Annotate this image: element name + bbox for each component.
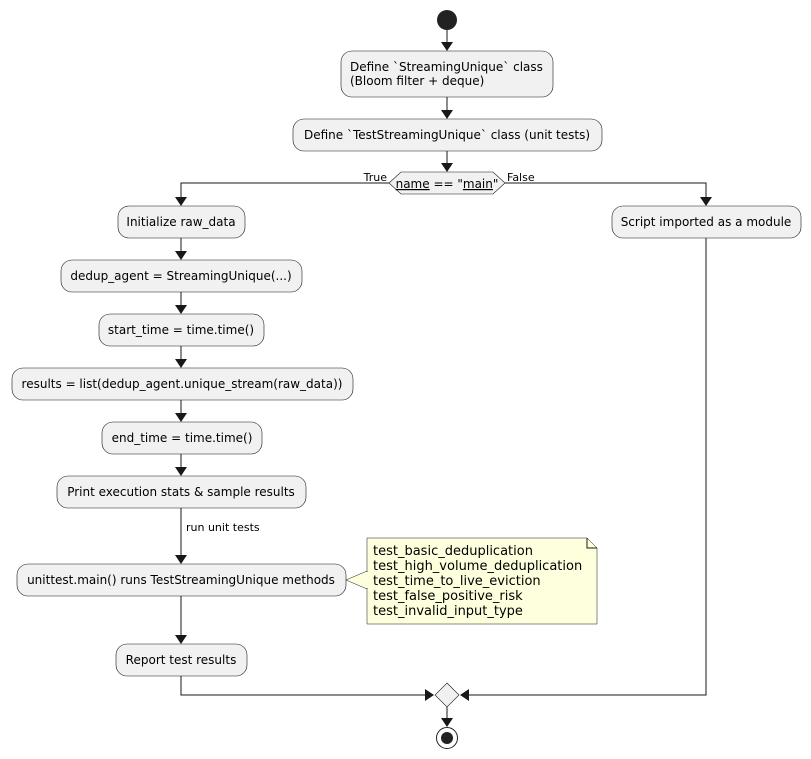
arrowhead <box>175 467 187 476</box>
activity-results-label: results = list(dedup_agent.unique_stream… <box>22 377 343 391</box>
activity-define-class: Define `StreamingUnique` class (Bloom fi… <box>340 50 554 98</box>
arrowhead <box>175 635 187 644</box>
edge-false-branch <box>505 182 707 197</box>
activity-define-class-line1: Define `StreamingUnique` class <box>350 60 543 74</box>
decision-equals-token: == " <box>430 177 463 191</box>
decision-name-equals-main: name == "main" <box>388 171 506 195</box>
activity-define-class-line2: (Bloom filter + deque) <box>350 74 484 88</box>
arrowhead <box>441 163 453 172</box>
activity-init-raw-data-label: Initialize raw_data <box>126 215 235 229</box>
arrowhead <box>175 305 187 314</box>
note-line-5: test_invalid_input_type <box>373 604 523 619</box>
merge-diamond <box>434 682 460 708</box>
edge-true-branch <box>180 182 389 197</box>
activity-define-tests-label: Define `TestStreamingUnique` class (unit… <box>304 128 590 142</box>
decision-close-quote: " <box>493 177 499 191</box>
activity-report-results-label: Report test results <box>126 653 237 667</box>
activity-unittest-main-label: unittest.main() runs TestStreamingUnique… <box>27 573 335 587</box>
arrowhead <box>441 42 453 51</box>
start-node <box>437 10 457 30</box>
activity-print-stats-label: Print execution stats & sample results <box>67 485 295 499</box>
activity-report-results: Report test results <box>115 643 248 677</box>
arrowhead <box>425 689 434 701</box>
decision-condition-text: name == "main" <box>396 177 499 191</box>
arrowhead <box>460 689 469 701</box>
decision-main-token: main <box>463 177 493 191</box>
activity-start-time: start_time = time.time() <box>98 313 265 347</box>
activity-dedup-agent: dedup_agent = StreamingUnique(...) <box>60 259 303 293</box>
activity-imported-module-label: Script imported as a module <box>621 215 792 229</box>
note-line-1: test_basic_deduplication <box>373 544 533 559</box>
note-line-2: test_high_volume_deduplication <box>373 559 582 574</box>
activity-results: results = list(dedup_agent.unique_stream… <box>11 367 354 401</box>
arrowhead <box>175 413 187 422</box>
arrowhead <box>175 197 187 206</box>
note-line-4: test_false_positive_risk <box>373 589 523 604</box>
end-node <box>436 727 458 749</box>
activity-imported-module: Script imported as a module <box>611 205 802 239</box>
edge-true-to-merge <box>180 676 425 696</box>
activity-end-time: end_time = time.time() <box>101 421 263 455</box>
true-label: True <box>363 171 388 184</box>
run-unit-tests-label: run unit tests <box>186 521 260 534</box>
arrowhead <box>700 197 712 206</box>
edge-false-to-merge <box>469 238 707 696</box>
decision-name-token: name <box>396 177 430 191</box>
arrowhead <box>441 718 453 727</box>
arrowhead <box>175 555 187 564</box>
arrowhead <box>175 359 187 368</box>
activity-init-raw-data: Initialize raw_data <box>117 205 246 239</box>
activity-dedup-agent-label: dedup_agent = StreamingUnique(...) <box>70 269 291 283</box>
activity-define-tests: Define `TestStreamingUnique` class (unit… <box>292 118 603 152</box>
arrowhead <box>175 251 187 260</box>
activity-unittest-main: unittest.main() runs TestStreamingUnique… <box>16 563 347 597</box>
false-label: False <box>507 171 535 184</box>
note-line-3: test_time_to_live_eviction <box>373 574 541 589</box>
activity-end-time-label: end_time = time.time() <box>112 431 253 445</box>
arrowhead <box>441 110 453 119</box>
test-methods-note: test_basic_deduplication test_high_volum… <box>345 537 598 625</box>
activity-start-time-label: start_time = time.time() <box>108 323 254 337</box>
activity-print-stats: Print execution stats & sample results <box>56 475 307 509</box>
